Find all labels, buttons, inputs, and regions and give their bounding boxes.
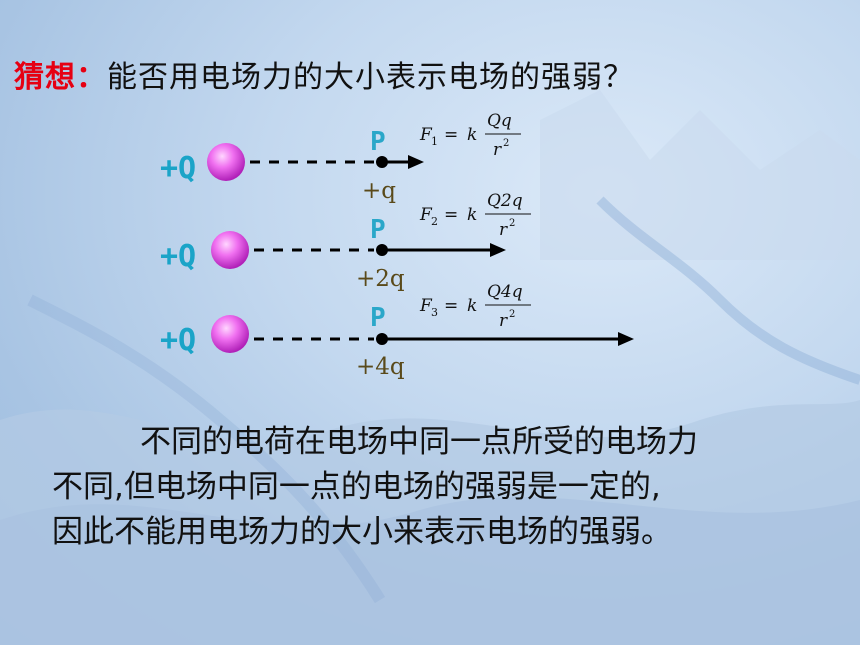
formula-exponent: 2 <box>509 218 515 229</box>
paragraph-line-1: 不同的电荷在电场中同一点所受的电场力 <box>140 424 698 460</box>
source-charge-label: +Q <box>160 239 196 274</box>
paragraph-line-3: 因此不能用电场力的大小来表示电场的强弱。 <box>52 514 672 550</box>
formula-equals: = <box>444 125 458 145</box>
formula-constant: k <box>467 205 477 225</box>
paragraph-line-2: 不同,但电场中同一点的电场的强弱是一定的, <box>52 469 661 505</box>
formula-denominator: r <box>499 220 508 240</box>
formula-force-symbol: F <box>419 296 433 316</box>
formula-force-symbol: F <box>419 205 433 225</box>
conclusion-paragraph: 不同的电荷在电场中同一点所受的电场力 不同,但电场中同一点的电场的强弱是一定的,… <box>52 420 842 555</box>
force-arrowhead <box>408 155 424 169</box>
source-charge-sphere <box>211 315 249 353</box>
formula-constant: k <box>467 125 477 145</box>
title-label: 猜想： <box>14 60 107 95</box>
formula-numerator: Q4q <box>487 282 523 302</box>
test-charge-label: +q <box>362 178 396 204</box>
point-p-label: P <box>370 215 386 245</box>
point-p-label: P <box>370 127 386 157</box>
test-charge-label: +2q <box>356 266 405 292</box>
page-title: 猜想：能否用电场力的大小表示电场的强弱？ <box>14 52 634 96</box>
formula-subscript: 2 <box>431 215 438 228</box>
formula-equals: = <box>444 205 458 225</box>
coulomb-formula: F 2 = k Q2q r 2 <box>419 191 531 240</box>
source-charge-label: +Q <box>160 151 196 186</box>
formula-exponent: 2 <box>509 309 515 320</box>
charge-row-3: +Q P +4q F 3 = k Q4q r 2 <box>160 282 634 380</box>
force-arrowhead <box>618 332 634 346</box>
formula-subscript: 3 <box>431 306 438 319</box>
formula-exponent: 2 <box>503 138 509 149</box>
source-charge-sphere <box>207 143 245 181</box>
force-arrowhead <box>490 243 506 257</box>
formula-numerator: Q2q <box>487 191 523 211</box>
title-text: 能否用电场力的大小表示电场的强弱？ <box>107 60 634 95</box>
formula-constant: k <box>467 296 477 316</box>
formula-denominator: r <box>493 140 502 160</box>
coulomb-formula: F 3 = k Q4q r 2 <box>419 282 531 331</box>
charge-row-1: +Q P +q F 1 = k Qq r 2 <box>160 111 521 204</box>
charge-row-2: +Q P +2q F 2 = k Q2q r 2 <box>160 191 531 292</box>
formula-subscript: 1 <box>431 135 438 148</box>
point-p-label: P <box>370 303 386 333</box>
source-charge-sphere <box>211 231 249 269</box>
source-charge-label: +Q <box>160 323 196 358</box>
formula-force-symbol: F <box>419 125 433 145</box>
formula-numerator: Qq <box>487 111 512 131</box>
coulomb-formula: F 1 = k Qq r 2 <box>419 111 521 160</box>
formula-equals: = <box>444 296 458 316</box>
test-charge-label: +4q <box>356 354 405 380</box>
formula-denominator: r <box>499 311 508 331</box>
